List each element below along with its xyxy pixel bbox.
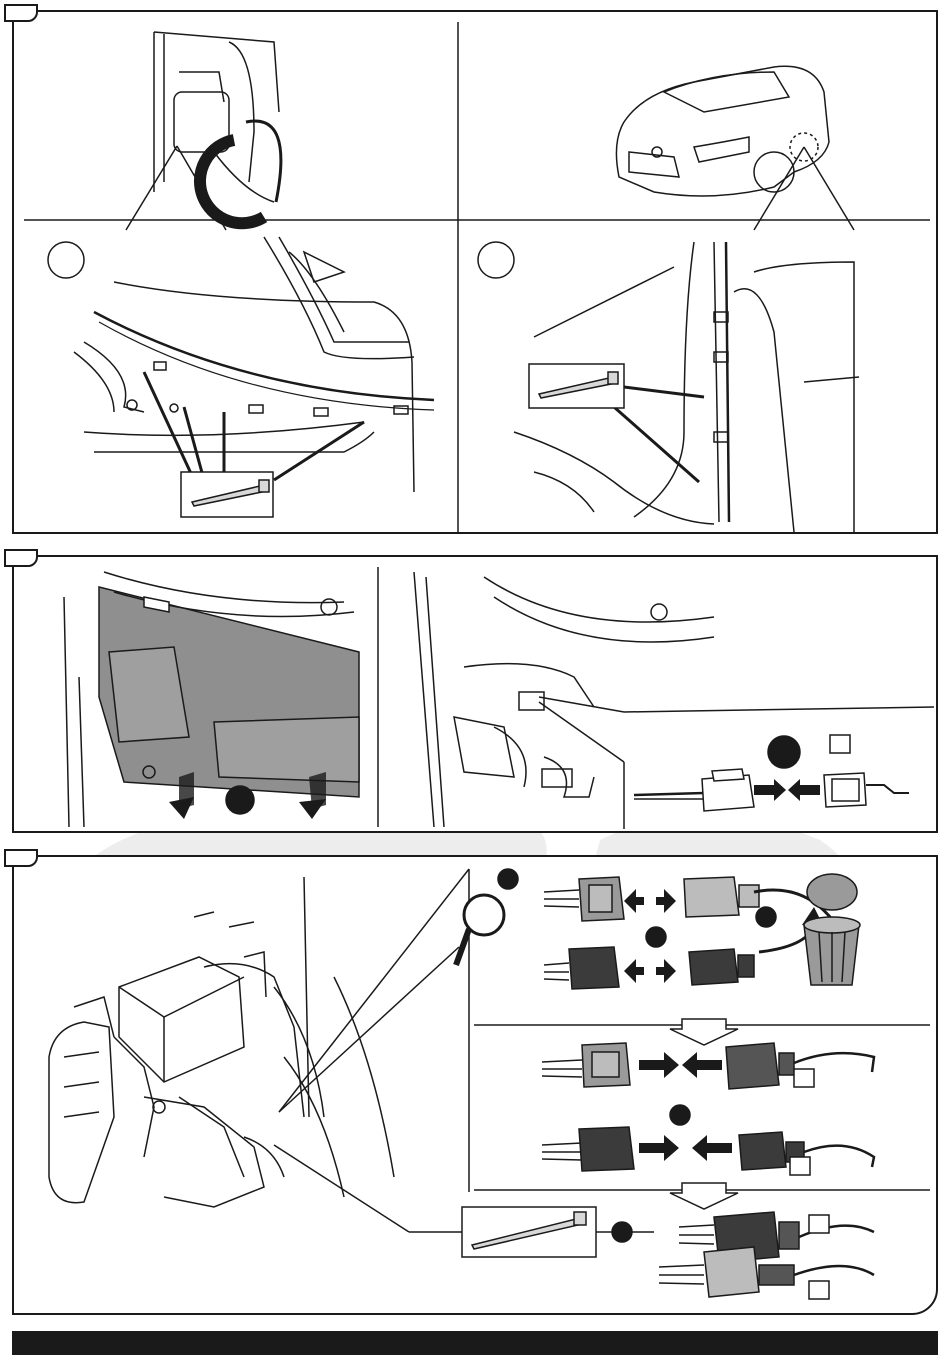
section-2-tab <box>4 549 38 567</box>
car-interior-rear <box>154 32 281 202</box>
magnifier-icon <box>456 895 504 965</box>
sill-wiring-detail <box>74 237 434 492</box>
dash-connector-area <box>414 572 714 827</box>
section-1-panel <box>12 10 938 534</box>
section-1-illustration <box>14 12 938 534</box>
section-2-illustration <box>14 557 938 833</box>
footer-bar <box>12 1331 938 1355</box>
section-2-panel <box>12 555 938 833</box>
connector-assembled <box>659 1212 874 1297</box>
section-3-tab <box>4 849 38 867</box>
engine-bay <box>49 877 394 1207</box>
section-1-tab <box>4 4 38 22</box>
trash-bin-icon <box>754 874 860 985</box>
section-3-panel <box>12 855 938 1315</box>
arrow-icon <box>754 779 820 801</box>
car-front-view <box>616 66 829 196</box>
section-3-illustration <box>14 857 938 1315</box>
